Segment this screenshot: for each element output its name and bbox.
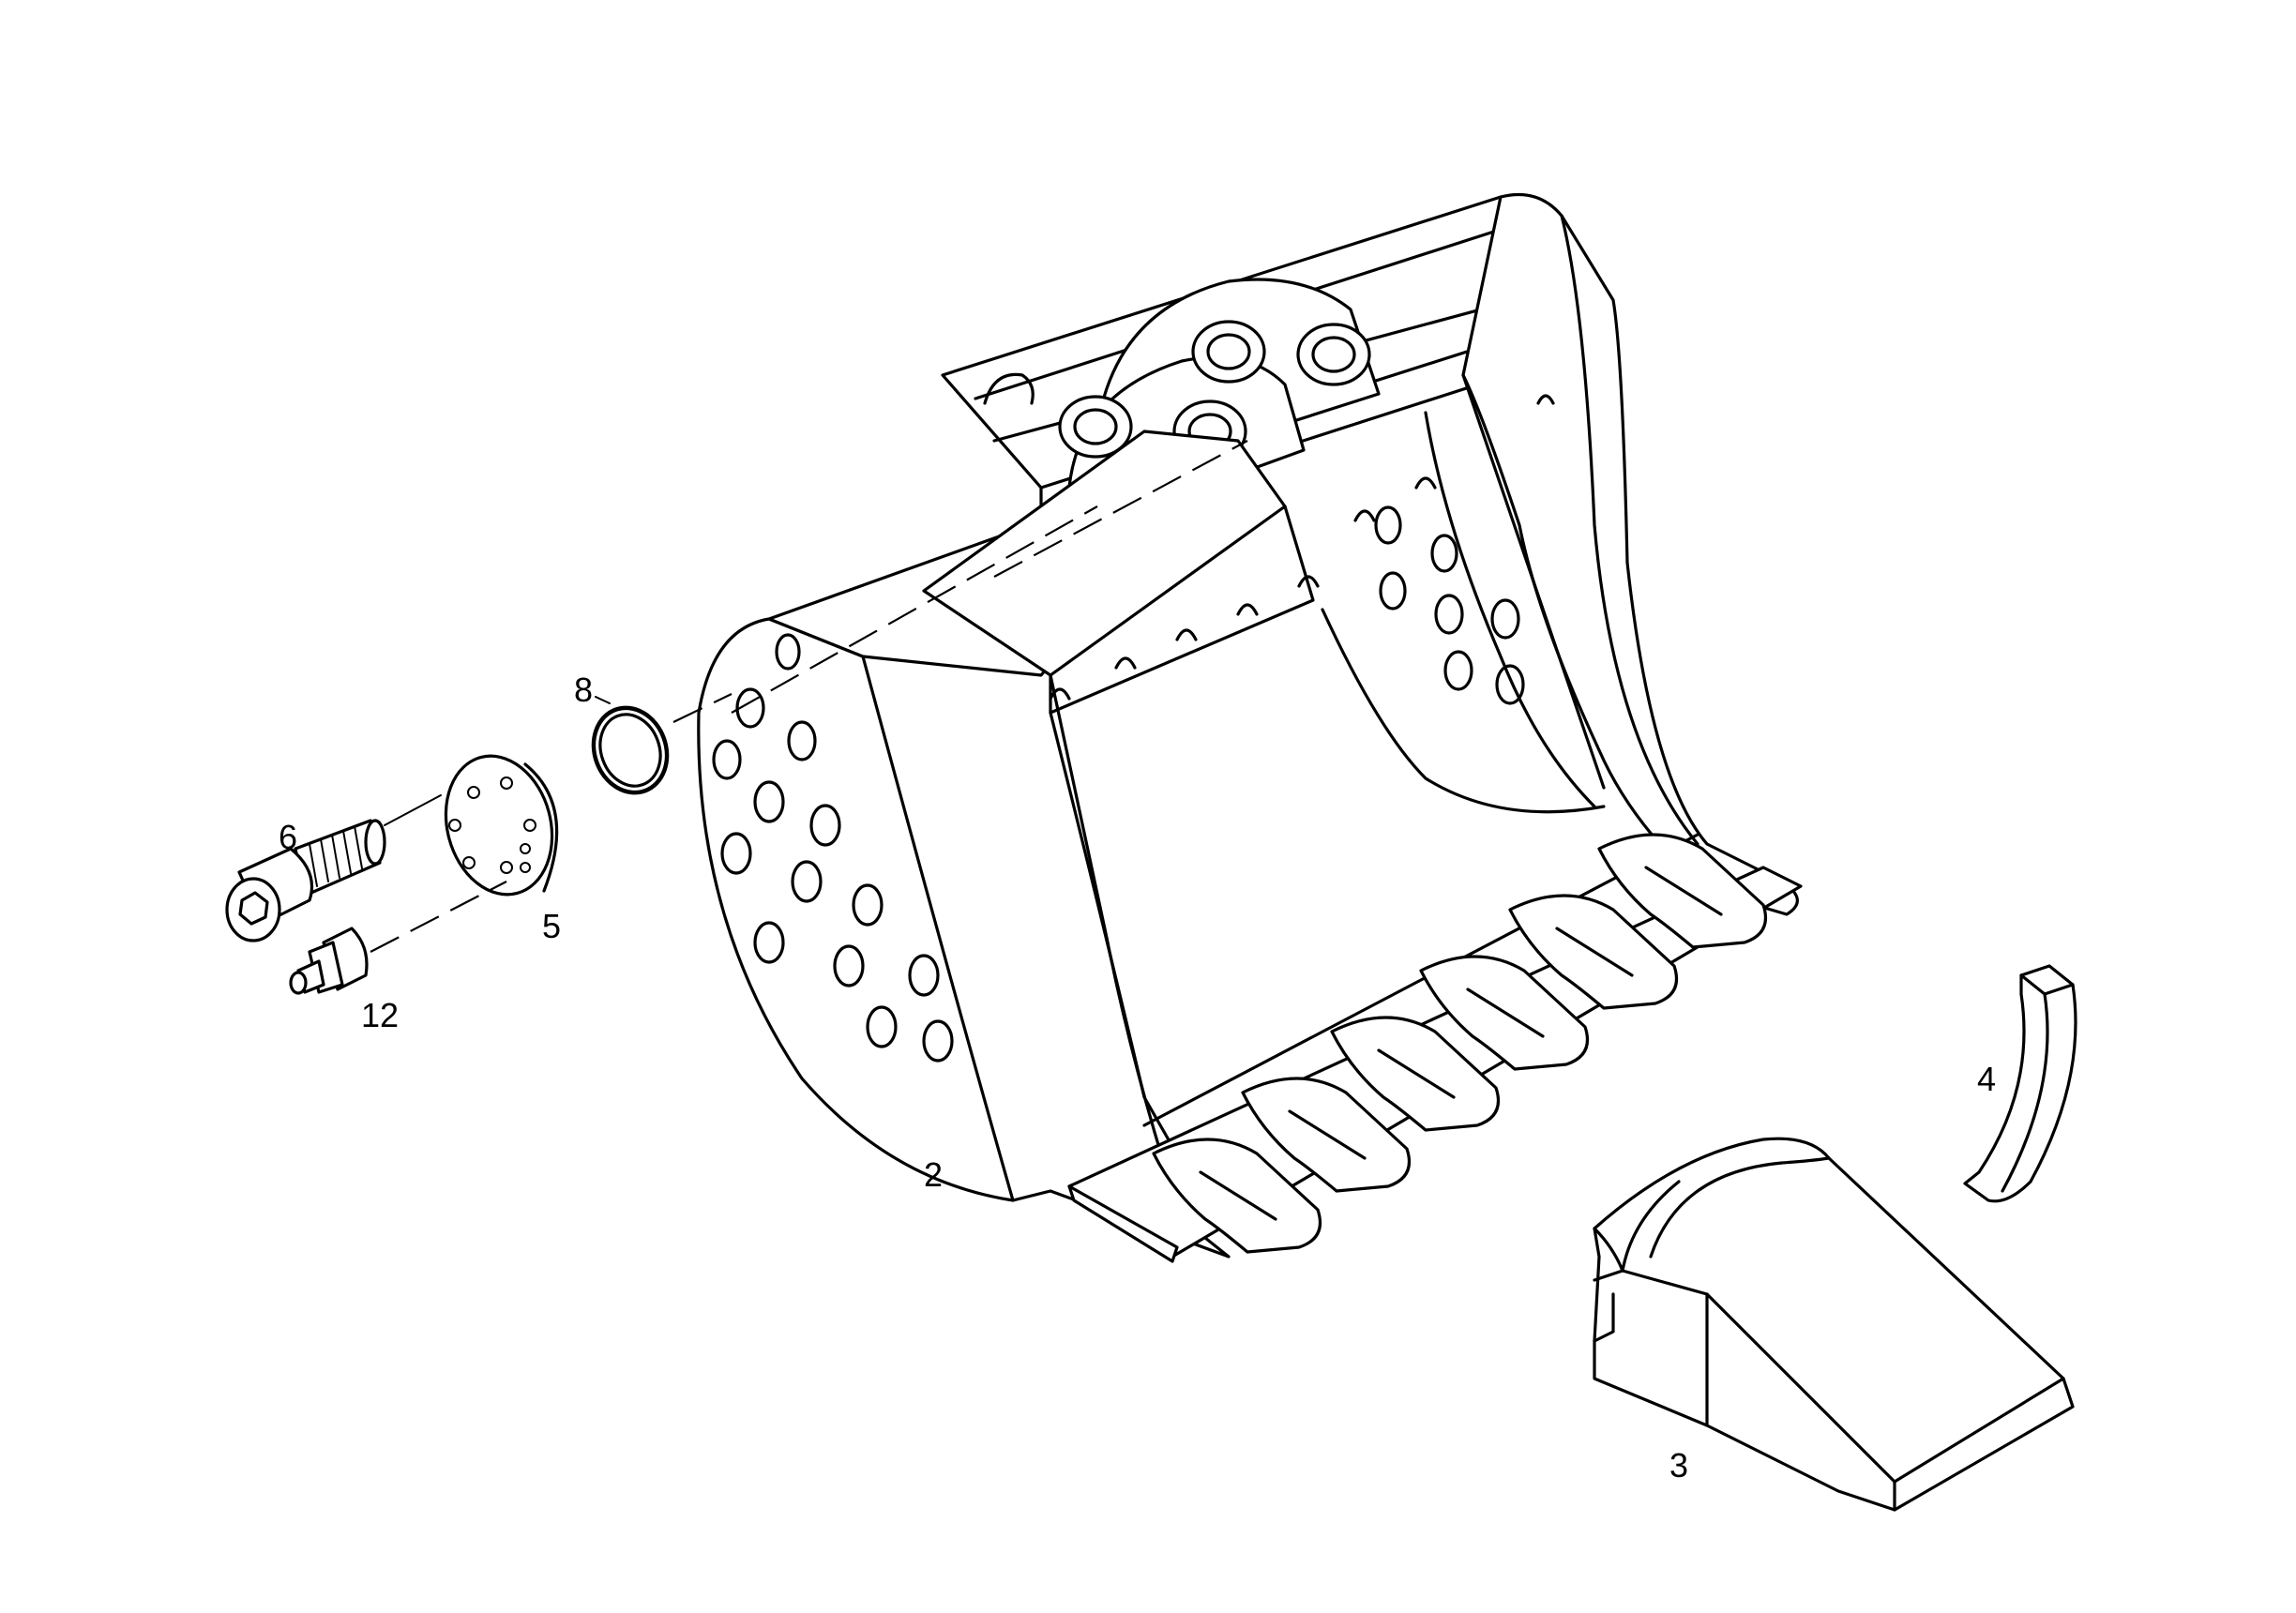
o-ring	[591, 693, 733, 795]
callout-o-ring: 8	[574, 671, 593, 709]
callout-grease-nipple: 12	[361, 996, 399, 1034]
socket-head-screw	[225, 794, 442, 942]
callout-o-ring-leader	[595, 696, 611, 704]
callout-tooth-tip: 3	[1669, 1446, 1688, 1485]
callout-side-cutter: 4	[1977, 1060, 1996, 1098]
side-wall-holes	[712, 633, 954, 1063]
callout-screw: 6	[279, 818, 297, 856]
bucket-teeth	[1152, 833, 1768, 1254]
bucket-assembly	[697, 192, 1803, 1263]
grease-nipple	[289, 881, 507, 995]
right-wall-holes	[1374, 505, 1525, 705]
side-cutter	[1963, 964, 2077, 1203]
beam-loops	[1049, 394, 1555, 701]
callout-cover-plate: 5	[542, 907, 561, 945]
cover-plate	[444, 754, 559, 897]
callout-bucket: 2	[924, 1155, 943, 1194]
tooth-tip	[1593, 1137, 2075, 1512]
